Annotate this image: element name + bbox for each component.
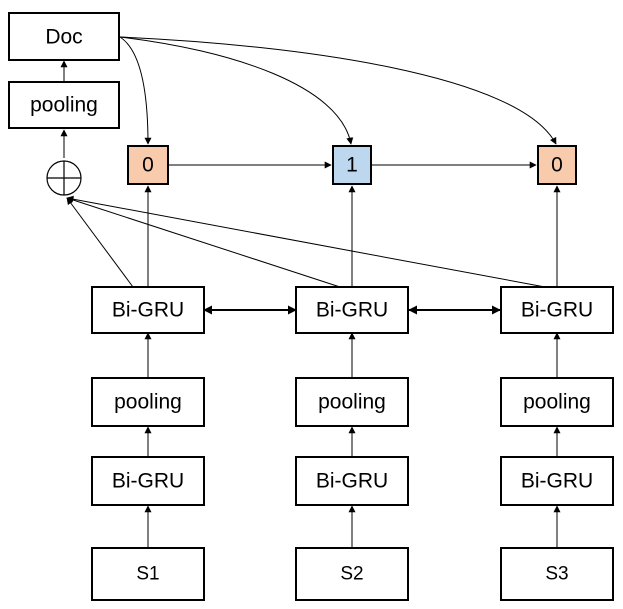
lower-bigru-box-1 [91, 456, 205, 506]
lower-bigru-label-2: Bi-GRU [316, 470, 388, 493]
edges [60, 36, 561, 548]
pooling-label-1: pooling [114, 391, 182, 414]
pooling-box-1 [91, 377, 205, 427]
doc-to-label1-arrow [119, 36, 152, 145]
upper-bigru-box-1 [91, 286, 205, 334]
doc-box [8, 12, 120, 61]
doc-node: Doc [8, 12, 120, 61]
sentence-label-1: S1 [136, 564, 159, 585]
doc-pooling-box [8, 81, 120, 129]
sentence-box-3 [500, 547, 614, 601]
upper-bigru-label-1: Bi-GRU [112, 299, 184, 322]
label-box-3 [537, 145, 577, 185]
doc-label: Doc [45, 26, 82, 49]
label-value-2: 1 [346, 154, 358, 177]
gru1-to-sum-arrow [66, 197, 134, 288]
sentence-label-3: S3 [545, 564, 568, 585]
sentence-box-2 [295, 547, 409, 601]
pooling-label-2: pooling [318, 391, 386, 414]
upper-bigru-box-2 [295, 286, 409, 334]
lower-bigru-box-3 [500, 456, 614, 506]
doc-to-label2-arrow [119, 36, 354, 145]
sentence-box-1 [91, 547, 205, 601]
label-value-3: 0 [551, 154, 563, 177]
label-node-2: 1 [332, 145, 372, 185]
lower-bigru-label-1: Bi-GRU [112, 470, 184, 493]
gru2-to-sum-arrow [66, 196, 341, 288]
gru3-to-sum-arrow [66, 195, 546, 288]
label-box-2 [332, 145, 372, 185]
pooling-label-3: pooling [523, 391, 591, 414]
lower-bigru-box-2 [295, 456, 409, 506]
label-node-1: 0 [127, 145, 169, 185]
upper-bigru-label-2: Bi-GRU [316, 299, 388, 322]
doc-pooling-node: pooling [8, 81, 120, 129]
column-2: Bi-GRU pooling Bi-GRU S2 [295, 286, 409, 601]
doc-pooling-label: pooling [30, 94, 98, 117]
doc-to-label3-arrow [119, 36, 557, 145]
label-node-3: 0 [537, 145, 577, 185]
upper-bigru-box-3 [500, 286, 614, 334]
sum-operator [46, 160, 82, 196]
column-1: Bi-GRU pooling Bi-GRU S1 [91, 286, 205, 601]
column-3: Bi-GRU pooling Bi-GRU S3 [500, 286, 614, 601]
pooling-box-3 [500, 377, 614, 427]
pooling-box-2 [295, 377, 409, 427]
sentence-label-2: S2 [340, 564, 363, 585]
label-box-1 [127, 145, 169, 185]
upper-bigru-label-3: Bi-GRU [521, 299, 593, 322]
lower-bigru-label-3: Bi-GRU [521, 470, 593, 493]
label-value-1: 0 [142, 154, 154, 177]
